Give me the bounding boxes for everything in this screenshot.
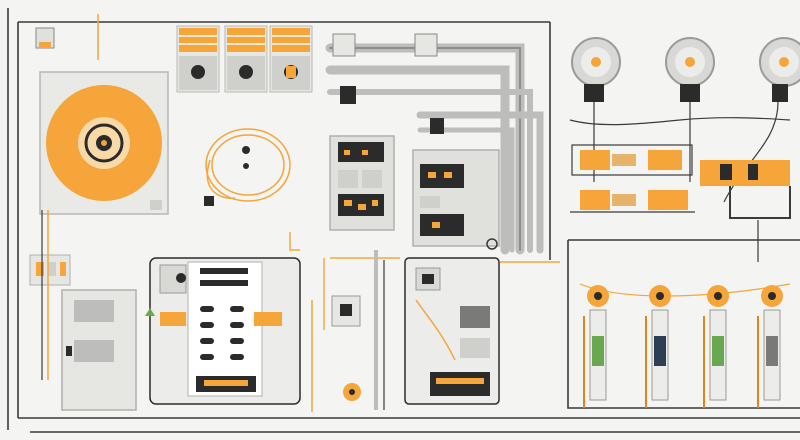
misc-wires [289,232,560,330]
fuse-column [757,285,783,408]
left-switch-panel [29,210,71,380]
fuse-grid [200,306,244,360]
center-cabinet-right [412,149,500,250]
middle-relay-cluster [311,250,400,412]
gauge-row [569,37,800,203]
center-cabinet-left [329,135,395,231]
coiled-cable [204,128,291,206]
pipe-bundle [325,33,544,255]
relay-box [404,257,500,405]
fuse-column [703,285,729,408]
fuse-column [583,285,609,408]
terminal-blocks [570,144,791,262]
meter-module [224,25,268,93]
top-left-tag [35,14,99,60]
frame-wires [7,8,800,433]
reel-unit [39,71,169,215]
gauge [665,37,715,182]
meter-module [269,25,313,93]
fuse-column [645,285,671,408]
gauge [723,37,800,203]
gauge [571,37,621,182]
fuse-bank [567,239,800,409]
top-meter-modules [176,25,313,93]
grid-enclosure [61,289,137,411]
main-control-panel [145,257,301,405]
meter-module [176,25,220,93]
